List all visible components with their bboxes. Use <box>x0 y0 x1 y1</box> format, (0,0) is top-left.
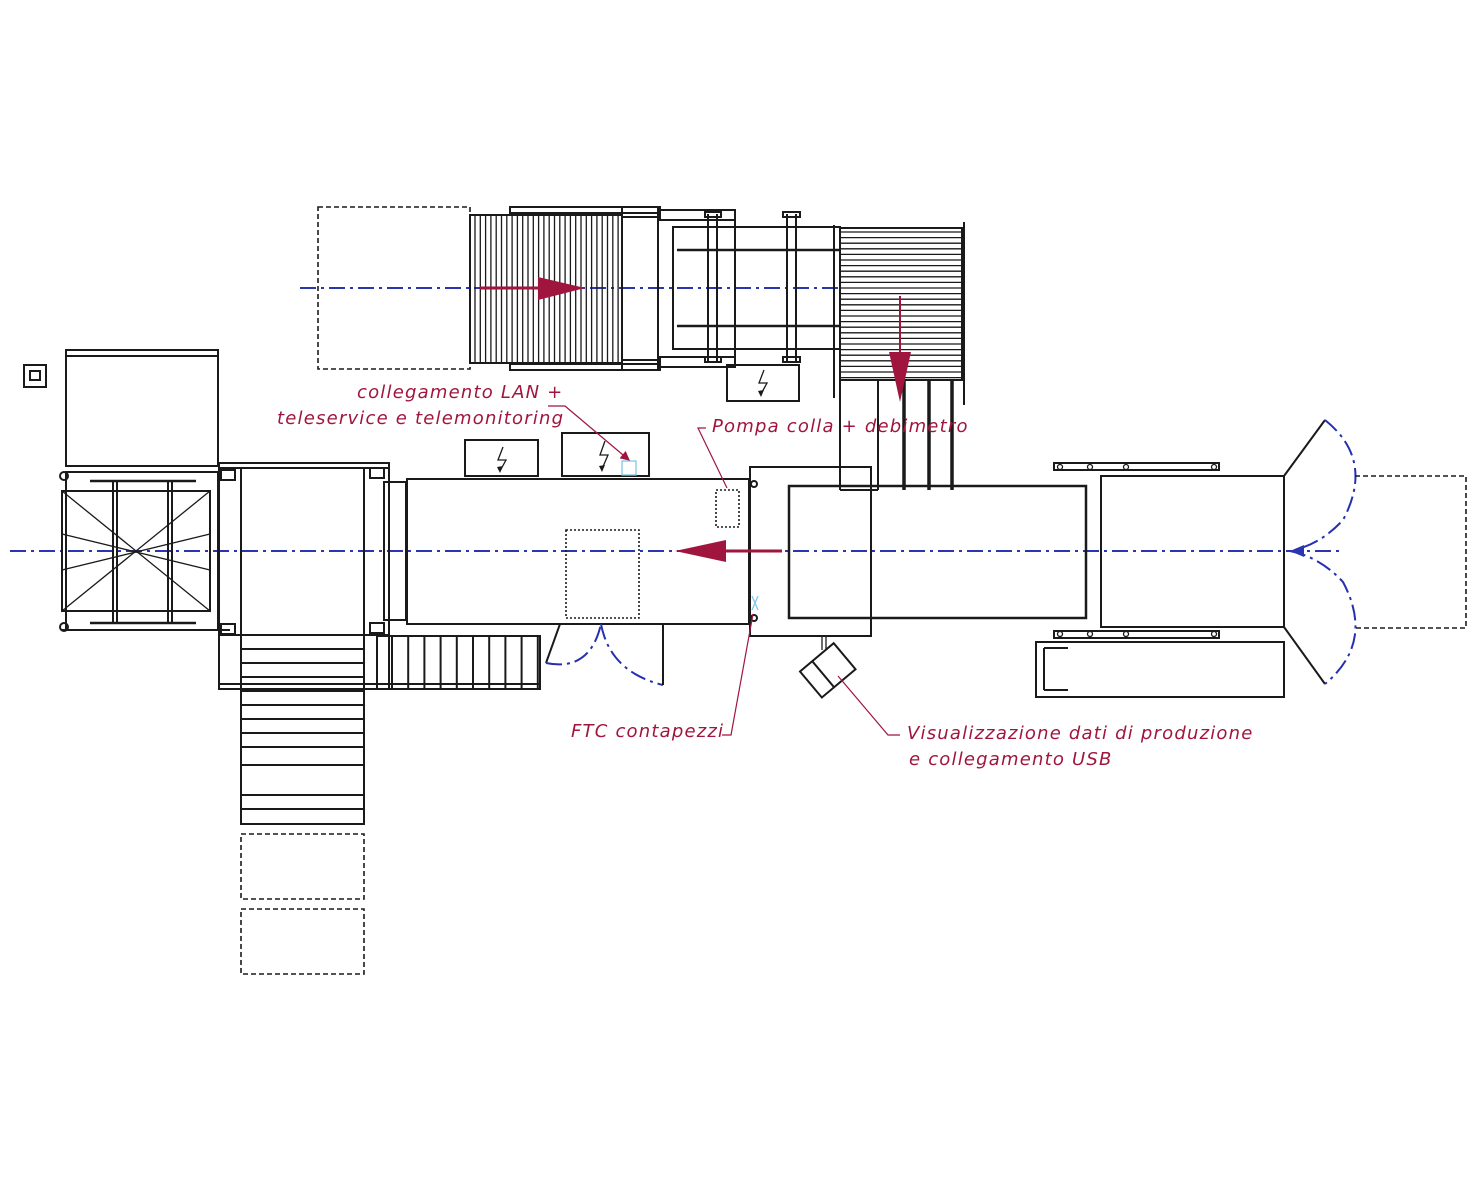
upper-infeed-line <box>317 206 841 402</box>
lightning-icon <box>758 390 764 397</box>
palletizer-end-station <box>1035 419 1467 698</box>
flow-arrow-down <box>889 296 911 402</box>
leader-counter <box>722 613 754 736</box>
lightning-icon <box>497 466 503 473</box>
lower-roller-section <box>376 635 541 690</box>
transfer-station <box>218 462 540 690</box>
leader-display <box>837 675 900 736</box>
label-glue-pump: Pompa colla + debimetro <box>712 416 969 437</box>
production-display-terminal <box>798 641 857 699</box>
label-display-line1: Visualizzazione dati di produzione <box>907 723 1254 744</box>
leader-glue-pump <box>697 427 728 489</box>
photocell-sensor-icon <box>751 595 759 611</box>
square-symbol-icon <box>23 364 47 388</box>
label-display-line2: e collegamento USB <box>909 749 1113 770</box>
label-counter: FTC contapezzi <box>571 721 725 742</box>
flow-arrow-main <box>675 540 782 562</box>
electrical-panel-2 <box>561 432 650 477</box>
flow-arrow-upper <box>480 277 585 300</box>
arrow-icon <box>889 352 911 402</box>
label-lan-line2: teleservice e telemonitoring <box>277 408 565 429</box>
lightning-icon <box>599 465 605 472</box>
lan-port-icon <box>621 460 637 476</box>
pallet-magazine <box>59 349 236 635</box>
label-lan-line1: collegamento LAN + <box>357 382 564 403</box>
electrical-panel-1 <box>464 439 539 477</box>
leader-lan <box>548 405 630 461</box>
arrow-icon <box>675 540 726 562</box>
arrow-icon <box>538 277 585 300</box>
outfeed-conveyor-down <box>240 634 365 975</box>
access-doors <box>545 623 664 686</box>
